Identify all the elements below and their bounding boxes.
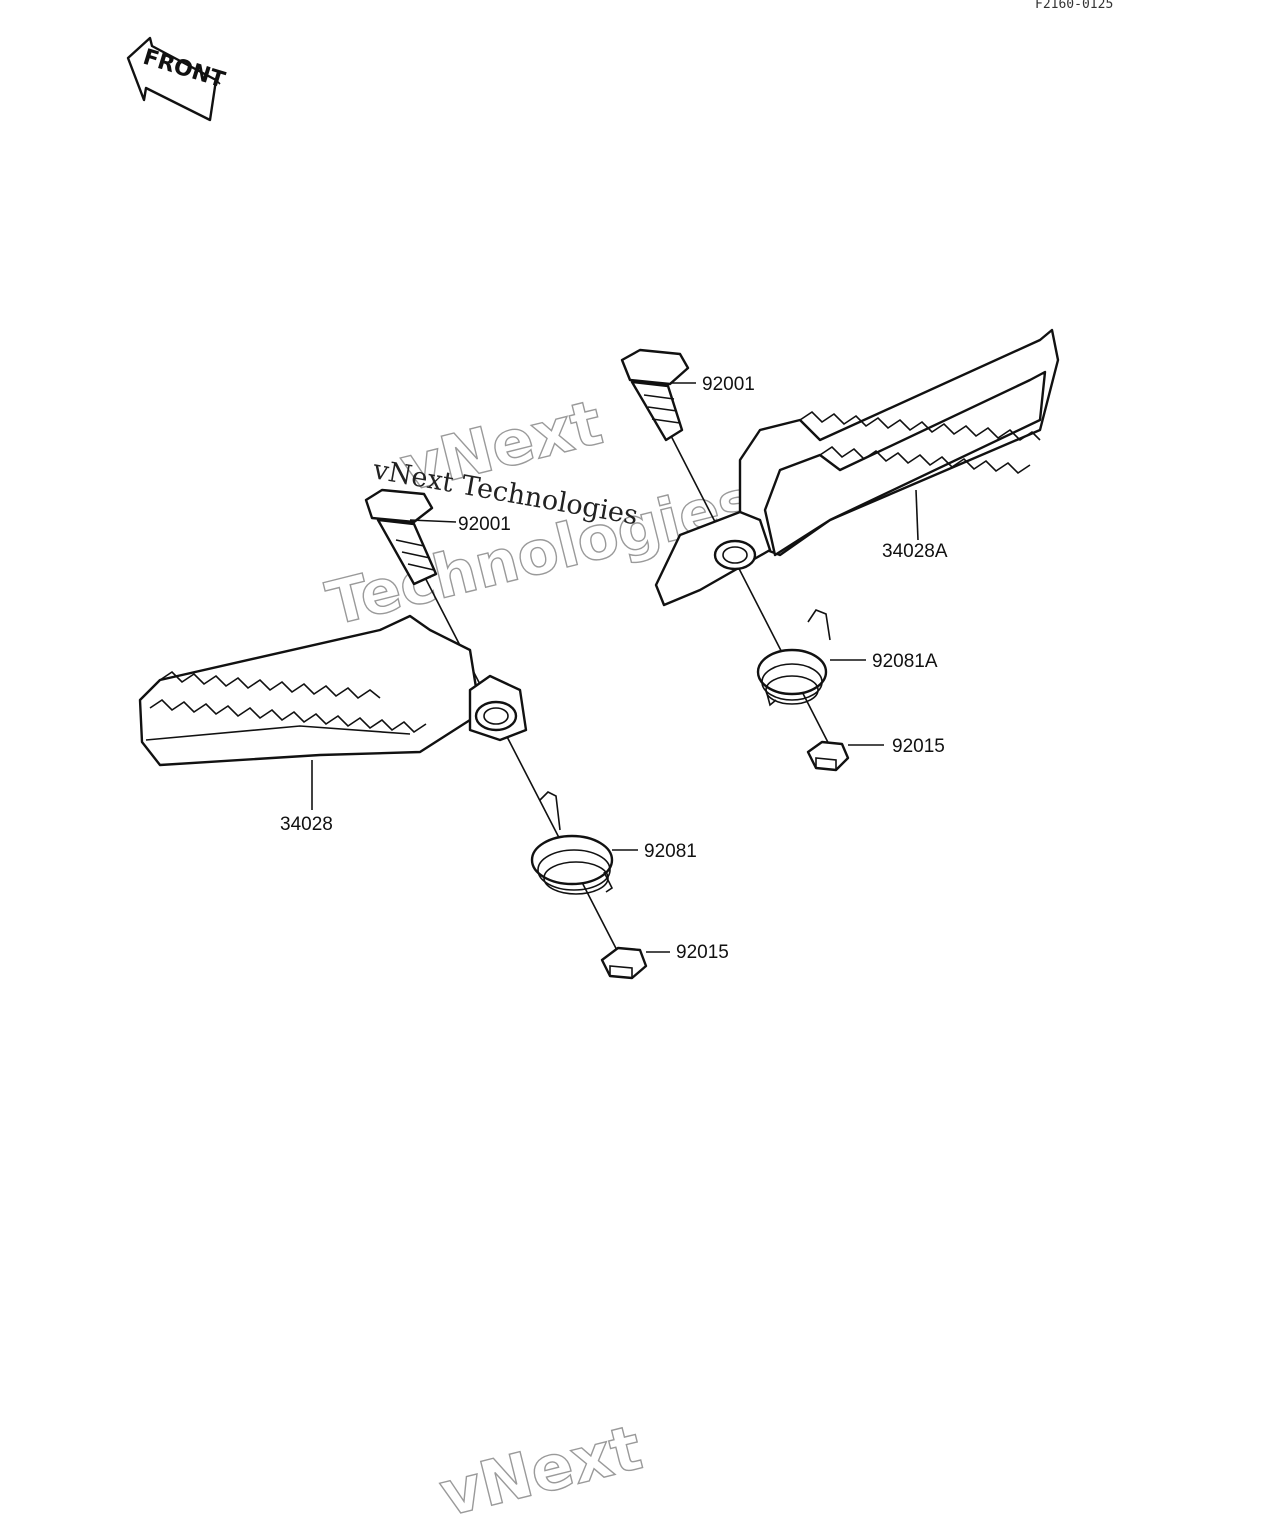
callout-bolt-right: 92001 [702,374,755,395]
watermark-bottom: vNext [432,1410,649,1532]
callout-bolt-left: 92001 [458,514,511,535]
svg-text:vNext: vNext [433,1411,649,1531]
footpeg-right [654,328,1060,607]
bolt-right [620,348,690,442]
drawing-reference: F2160-0125 [1035,0,1113,12]
callout-leaders [311,382,919,953]
callout-spring-right: 92081A [872,651,938,672]
callout-nut-left: 92015 [676,942,729,963]
callout-spring-left: 92081 [644,841,697,862]
callout-footpeg-right: 34028A [882,541,948,562]
spring-left [530,791,614,895]
nut-left [600,946,648,980]
footpeg-left [138,614,528,767]
axis-line-left [415,559,623,961]
axis-line-right [667,429,837,759]
nut-right [806,740,850,772]
callout-nut-right: 92015 [892,736,945,757]
callout-footpeg-left: 34028 [280,814,333,835]
bolt-left [364,488,438,586]
spring-right [756,609,831,707]
front-arrow-icon: FRONT [126,36,228,122]
